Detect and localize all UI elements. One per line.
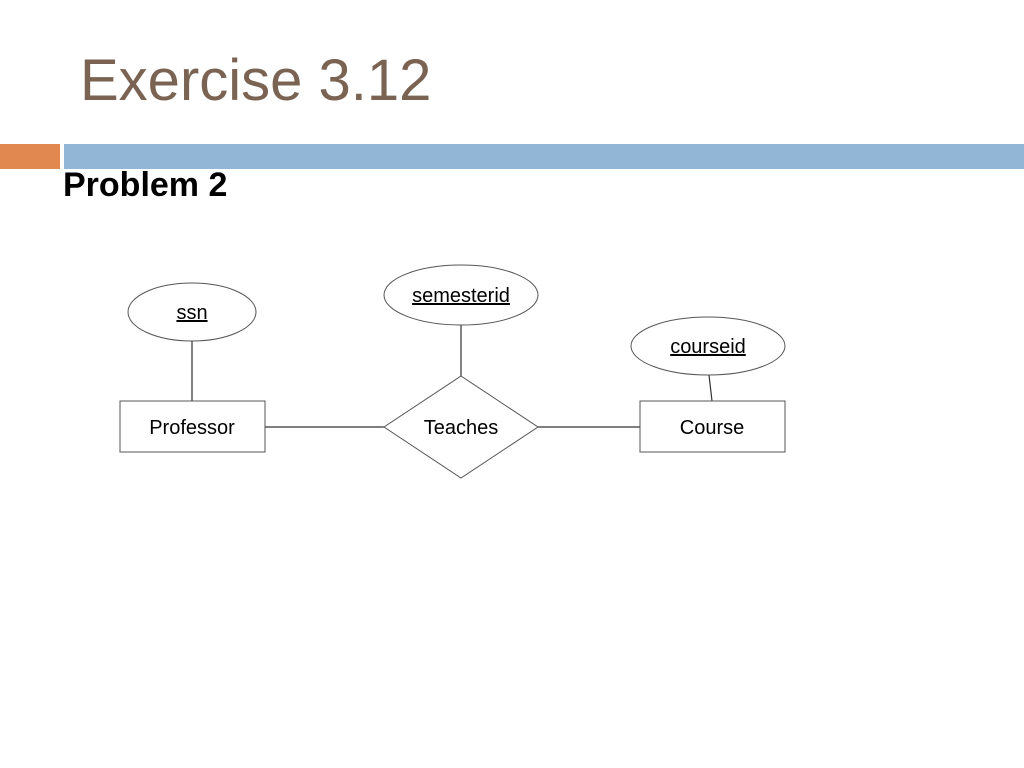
accent-bar-orange bbox=[0, 144, 60, 169]
attribute-ssn: ssn bbox=[127, 282, 257, 342]
slide-subtitle: Problem 2 bbox=[63, 166, 228, 204]
attribute-courseid: courseid bbox=[630, 316, 786, 376]
attribute-label-semesterid: semesterid bbox=[412, 285, 510, 307]
attribute-label-ssn: ssn bbox=[176, 302, 207, 324]
relationship-teaches: Teaches bbox=[383, 375, 539, 479]
entity-professor: Professor bbox=[119, 400, 266, 453]
edge-courseid-course bbox=[708, 374, 713, 402]
entity-box bbox=[639, 400, 786, 453]
attribute-ellipse bbox=[127, 282, 257, 342]
entity-box bbox=[119, 400, 266, 453]
attribute-ellipse bbox=[383, 264, 539, 326]
relationship-label-teaches: Teaches bbox=[424, 417, 499, 439]
attribute-label-courseid: courseid bbox=[670, 336, 746, 358]
accent-bar-blue bbox=[64, 144, 1024, 169]
entity-course: Course bbox=[639, 400, 786, 453]
entity-label-course: Course bbox=[680, 417, 744, 439]
attribute-ellipse bbox=[630, 316, 786, 376]
relationship-diamond bbox=[383, 375, 539, 479]
slide-title: Exercise 3.12 bbox=[80, 48, 432, 113]
attribute-semesterid: semesterid bbox=[383, 264, 539, 326]
entity-label-professor: Professor bbox=[149, 417, 235, 439]
